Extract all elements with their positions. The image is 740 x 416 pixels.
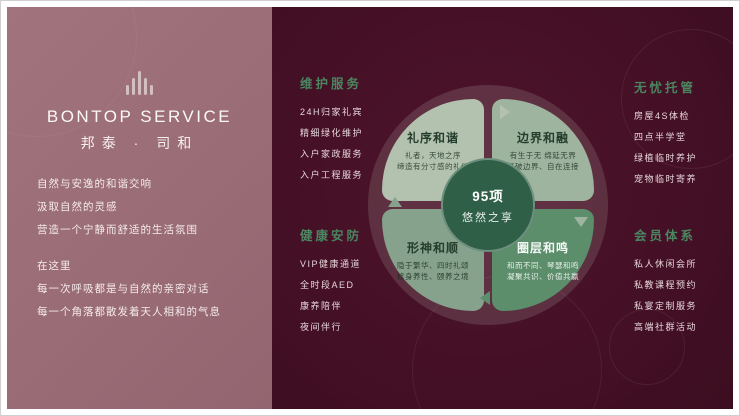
cycle-diagram: 礼序和谐 礼者，天地之序 缔造有分寸感的礼仪 边界和融 有生于无 绵延无界 打破… — [368, 85, 608, 325]
service-item: 房屋4S体检 — [634, 111, 691, 121]
intro-line: 营造一个宁静而舒适的生活氛围 — [37, 224, 198, 236]
intro-line: 汲取自然的灵感 — [37, 201, 118, 213]
quadrant-title: 边界和融 — [516, 130, 569, 145]
service-item: 入户家政服务 — [300, 149, 364, 159]
service-item: 全时段AED — [300, 280, 355, 290]
service-item: 24H归家礼宾 — [300, 107, 364, 117]
center-count: 95项 — [472, 189, 504, 204]
quadrant-line: 有生于无 绵延无界 — [509, 150, 577, 160]
cycle-pinwheel: 礼序和谐 礼者，天地之序 缔造有分寸感的礼仪 边界和融 有生于无 绵延无界 打破… — [382, 99, 594, 311]
quadrant-line: 礼者，天地之序 — [405, 150, 461, 160]
service-item: 精细绿化维护 — [300, 128, 364, 138]
intro-paragraph: 在这里 每一次呼吸都是与自然的亲密对话 每一个角落都散发着天人相和的气息 — [37, 255, 256, 324]
quadrant-line: 和而不同、琴瑟和鸣 — [507, 260, 579, 270]
quadrant-line: 凝聚共识、价值共赢 — [507, 271, 579, 281]
left-panel: BONTOP SERVICE 邦泰 · 司和 自然与安逸的和谐交响 汲取自然的灵… — [7, 7, 272, 409]
deco-circle — [609, 309, 685, 385]
cycle-arrow-icon — [574, 217, 588, 227]
service-heading: 维护服务 — [300, 77, 363, 91]
service-item: 私教课程预约 — [634, 280, 698, 290]
service-item: 宠物临时寄养 — [634, 174, 698, 184]
intro-line: 每一个角落都散发着天人相和的气息 — [37, 306, 221, 318]
service-item: 四点半学堂 — [634, 132, 687, 142]
cycle-arrow-icon — [500, 105, 510, 119]
service-item: 入户工程服务 — [300, 170, 364, 180]
service-heading: 无忧托管 — [634, 81, 697, 95]
quadrant-line: 隐于繁华、四时礼颂 — [397, 260, 469, 270]
service-item: 绿植临时养护 — [634, 153, 698, 163]
service-group: 无忧托管 房屋4S体检 四点半学堂 绿植临时养护 宠物临时寄养 — [634, 77, 733, 190]
quadrant-line: 打破边界、自在连接 — [507, 161, 579, 171]
service-item: 高端社群活动 — [634, 322, 698, 332]
service-group: 会员体系 私人休闲会所 私教课程预约 私宴定制服务 高端社群活动 — [634, 225, 733, 338]
center-caption: 悠然之享 — [462, 212, 514, 224]
brand-title-en: BONTOP SERVICE — [46, 107, 233, 126]
service-item: VIP健康通道 — [300, 259, 362, 269]
service-item: 私人休闲会所 — [634, 259, 698, 269]
slide: BONTOP SERVICE 邦泰 · 司和 自然与安逸的和谐交响 汲取自然的灵… — [7, 7, 733, 409]
service-item: 康养陪伴 — [300, 301, 343, 311]
service-heading: 健康安防 — [300, 229, 363, 243]
quadrant-title: 圈层和鸣 — [516, 240, 569, 255]
service-item: 夜间伴行 — [300, 322, 343, 332]
diagram-center: 95项 悠然之享 — [441, 158, 535, 252]
intro-line: 在这里 — [37, 260, 72, 272]
brand-title-cn: 邦泰 · 司和 — [80, 135, 199, 151]
quadrant-line: 修身养性、颐养之境 — [397, 271, 469, 281]
service-heading: 会员体系 — [634, 229, 697, 243]
quadrant-title: 形神和顺 — [406, 240, 459, 255]
cycle-arrow-icon — [480, 291, 490, 305]
brand-logo-icon — [118, 69, 162, 95]
service-group: 维护服务 24H归家礼宾 精细绿化维护 入户家政服务 入户工程服务 — [300, 73, 410, 186]
right-panel: 维护服务 24H归家礼宾 精细绿化维护 入户家政服务 入户工程服务 健康安防 V… — [272, 7, 733, 409]
intro-line: 自然与安逸的和谐交响 — [37, 178, 152, 190]
cycle-arrow-icon — [388, 197, 402, 207]
quadrant-line: 缔造有分寸感的礼仪 — [397, 161, 469, 171]
service-item: 私宴定制服务 — [634, 301, 698, 311]
intro-line: 每一次呼吸都是与自然的亲密对话 — [37, 283, 210, 295]
quadrant-title: 礼序和谐 — [406, 130, 459, 145]
intro-paragraph: 自然与安逸的和谐交响 汲取自然的灵感 营造一个宁静而舒适的生活氛围 — [37, 173, 256, 242]
service-group: 健康安防 VIP健康通道 全时段AED 康养陪伴 夜间伴行 — [300, 225, 410, 338]
